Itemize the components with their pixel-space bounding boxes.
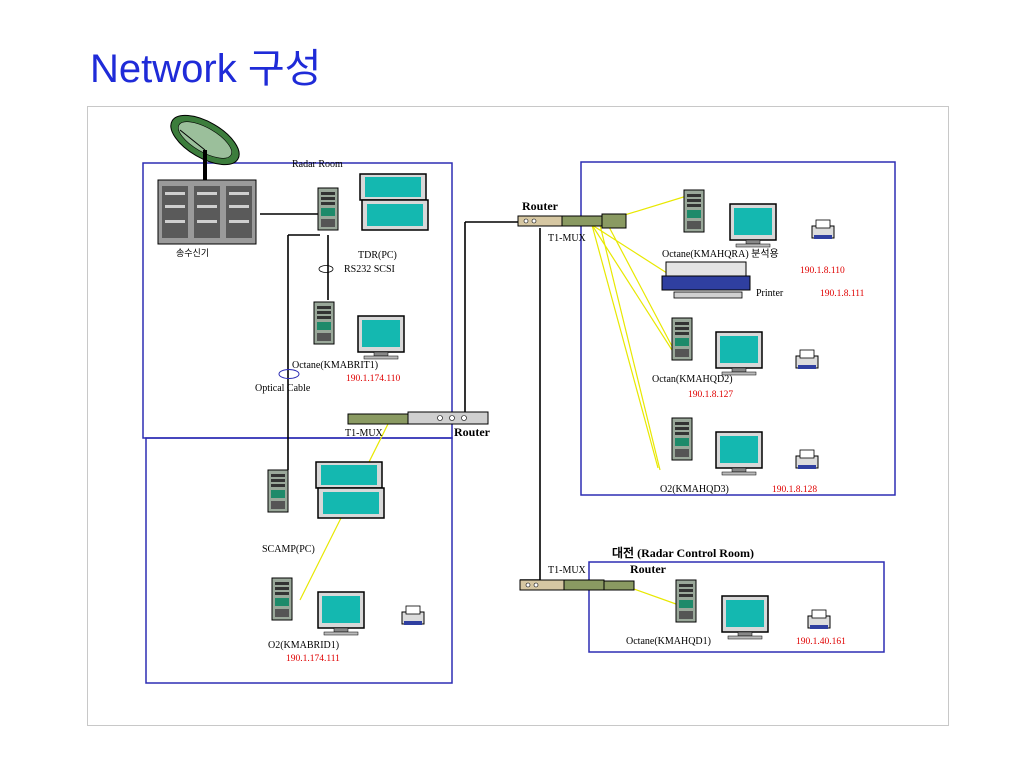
o2-kmabrid1-label: O2(KMABRID1) [268,640,339,651]
o2-kmabrid1-icon [271,577,425,636]
octane-kmabrit1-ip: 190.1.174.110 [346,374,401,384]
wired-links [260,213,541,581]
o2-kmahqd3-label: O2(KMAHQD3) [660,484,729,495]
o2-kmahqd3-ip: 190.1.8.128 [772,485,817,495]
interface-label: RS232 SCSI [344,264,395,275]
octan-kmahqd2-ip: 190.1.8.127 [688,390,733,400]
slide-title: Network 구성 [90,47,322,91]
radar-room-heading: Radar Room [292,159,343,170]
o2-kmahqd3-icon [671,417,819,476]
transceiver-label: 송수신기 [176,248,209,259]
octan-kmahqd2-label: Octan(KMAHQD2) [652,374,733,385]
control-room-router-icon [519,579,635,591]
octane-kmahqd1-icon [675,579,831,640]
scamp-pc-icon [267,461,385,519]
octane-kmahqra-ip: 190.1.8.110 [800,266,845,276]
center-router-label: Router [522,199,559,213]
octane-kmahqra-label: Octane(KMAHQRA) 분석용 [662,248,779,260]
control-room-heading: 대전 (Radar Control Room) [612,545,754,560]
optical-connector-icon [278,369,300,379]
network-printer-icon [661,261,751,299]
control-room-mux-label: T1-MUX [548,565,587,576]
center-router-icon [517,213,627,229]
printer-ip: 190.1.8.111 [820,289,865,299]
octan-kmahqd2-icon [671,317,819,376]
center-mux-label: T1-MUX [548,233,587,244]
interface-connector-icon [318,265,334,273]
scamp-label: SCAMP(PC) [262,544,315,555]
lan-links [299,194,691,605]
o2-kmabrid1-ip: 190.1.174.111 [286,654,340,664]
control-room-router-label: Router [630,562,667,576]
tdr-label: TDR(PC) [358,250,397,261]
radar-room-router-label: Router [454,425,491,439]
transceiver-rack-icon [157,179,257,245]
radar-room-router-icon [347,411,489,425]
octane-kmahqd1-label: Octane(KMAHQD1) [626,636,711,647]
octane-kmahqra-icon [683,189,835,248]
hq-room-box [580,161,896,496]
octane-kmahqd1-ip: 190.1.40.161 [796,637,846,647]
octane-kmabrit1-icon [313,301,405,360]
control-room-box [588,561,885,653]
octane-kmabrit1-label: Octane(KMABRIT1) [292,360,378,371]
lower-room-box [145,437,453,684]
radar-dish-icon [170,114,240,180]
optical-cable-label: Optical Cable [255,383,311,394]
radar-room-mux-label: T1-MUX [345,428,384,439]
tdr-pc-icon [317,173,429,231]
printer-label: Printer [756,288,784,299]
